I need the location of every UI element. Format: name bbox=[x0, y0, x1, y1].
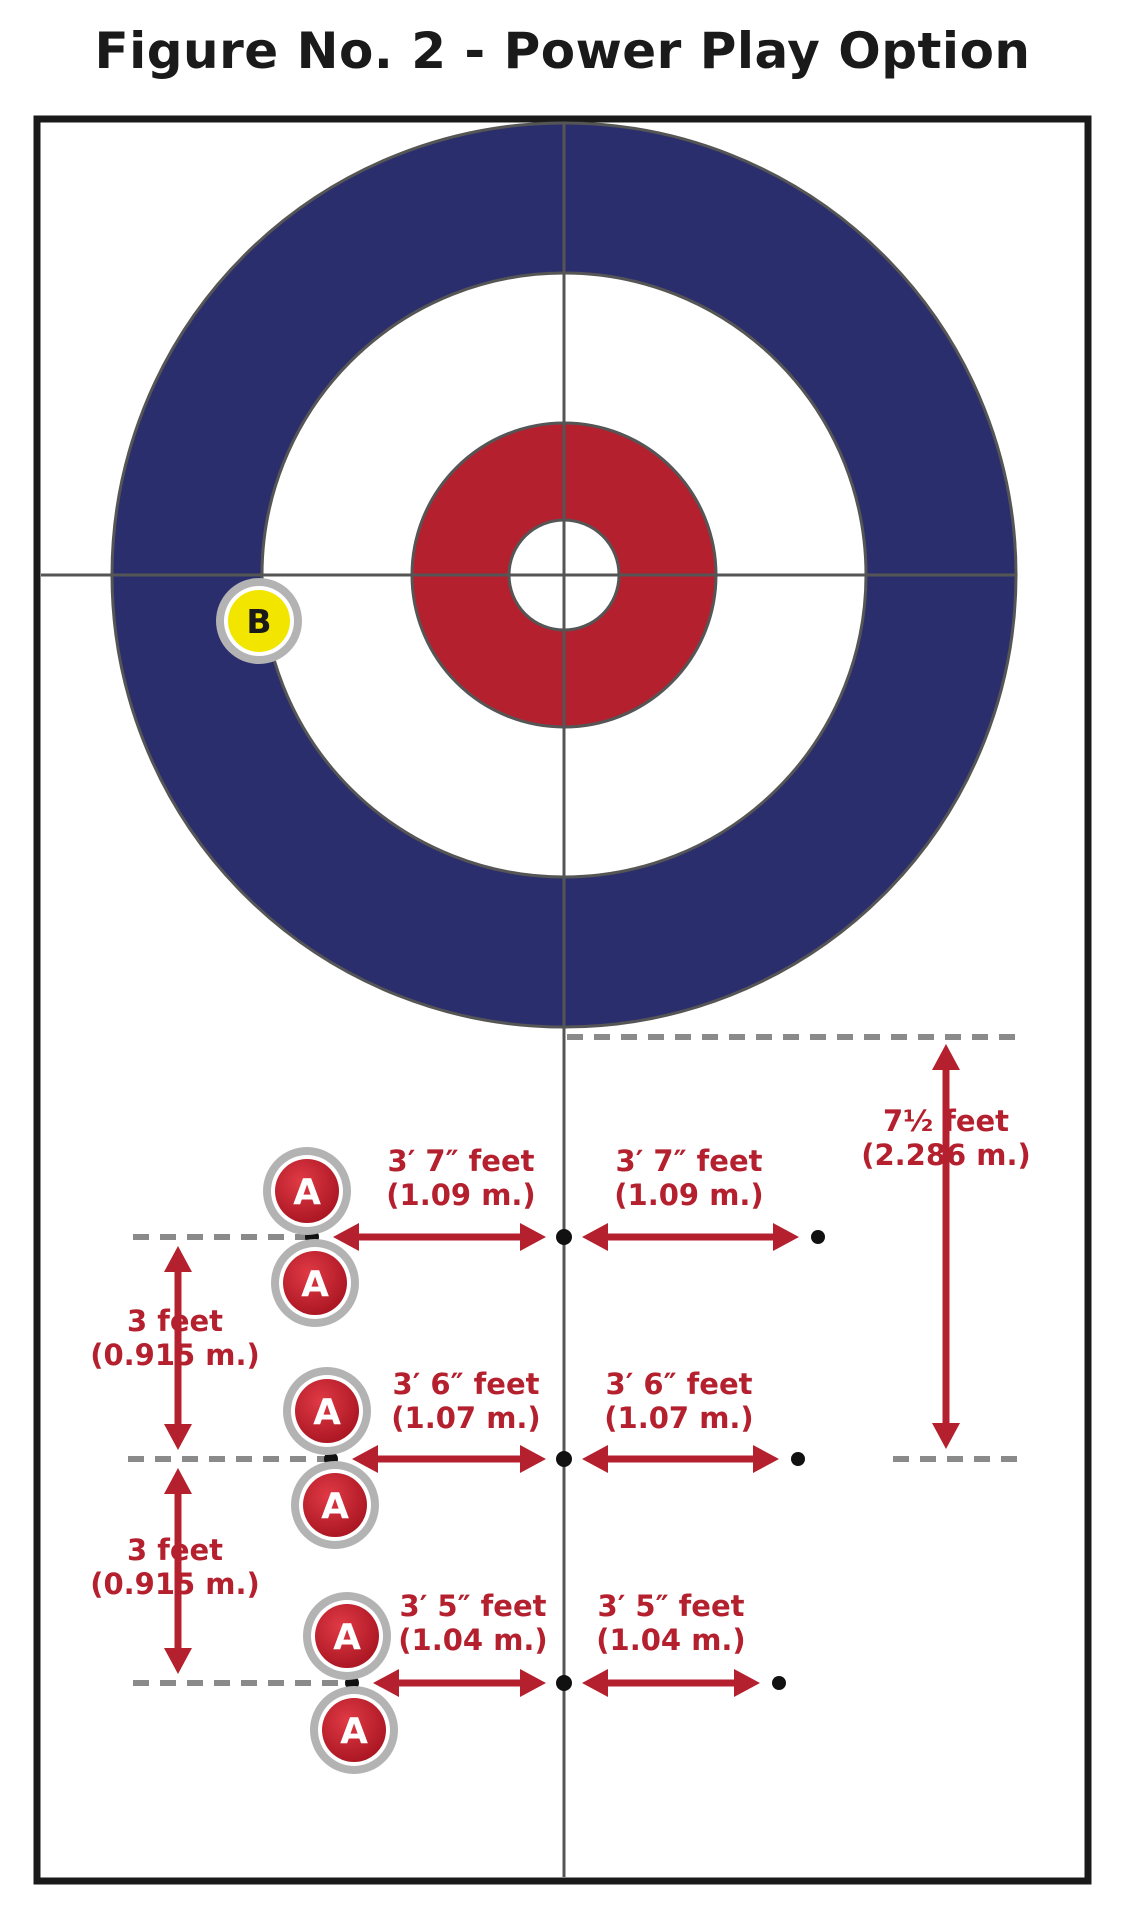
spacing2-label-feet: 3 feet bbox=[127, 1533, 223, 1567]
stone-a-label: A bbox=[321, 1486, 349, 1527]
row3-right-label-feet: 3′ 5″ feet bbox=[598, 1589, 745, 1623]
spacing1-arrow bbox=[164, 1246, 192, 1450]
stone-a-label: A bbox=[293, 1172, 321, 1213]
total-label-meters: (2.286 m.) bbox=[861, 1138, 1031, 1172]
measurement-arrows bbox=[164, 1044, 960, 1697]
row1-right-dot bbox=[811, 1230, 825, 1244]
stone-b-label: B bbox=[246, 602, 271, 641]
row2-upper-stone-a: A bbox=[283, 1367, 371, 1455]
row3-lower-stone-a: A bbox=[310, 1686, 398, 1774]
row3-labels: 3′ 5″ feet (1.04 m.) 3′ 5″ feet (1.04 m.… bbox=[398, 1589, 745, 1657]
row1-left-label-meters: (1.09 m.) bbox=[386, 1178, 535, 1212]
reference-lines bbox=[128, 1034, 1020, 1686]
stone-a-label: A bbox=[301, 1264, 329, 1305]
total-label-feet: 7½ feet bbox=[883, 1104, 1009, 1138]
row1-right-label-meters: (1.09 m.) bbox=[614, 1178, 763, 1212]
spacing2-label-meters: (0.915 m.) bbox=[90, 1567, 260, 1601]
row2-left-label-meters: (1.07 m.) bbox=[391, 1401, 540, 1435]
stone-a-label: A bbox=[333, 1617, 361, 1658]
spacing1-label-meters: (0.915 m.) bbox=[90, 1338, 260, 1372]
total-distance-arrow bbox=[932, 1044, 960, 1449]
row1-left-label-feet: 3′ 7″ feet bbox=[388, 1144, 535, 1178]
row2-lower-stone-a: A bbox=[291, 1461, 379, 1549]
stone-a-label: A bbox=[313, 1392, 341, 1433]
spacing2-arrow bbox=[164, 1468, 192, 1674]
guard-stones: A A A A A A bbox=[263, 1147, 398, 1774]
row1-left-arrow bbox=[333, 1223, 546, 1251]
row3-right-dot bbox=[772, 1676, 786, 1690]
row3-right-arrow bbox=[582, 1669, 760, 1697]
row3-upper-stone-a: A bbox=[303, 1592, 391, 1680]
row1-upper-stone-a: A bbox=[263, 1147, 351, 1235]
row3-left-arrow bbox=[373, 1669, 546, 1697]
row3-right-label-meters: (1.04 m.) bbox=[596, 1623, 745, 1657]
row2-left-arrow bbox=[352, 1445, 546, 1473]
row1-lower-stone-a: A bbox=[271, 1239, 359, 1327]
row2-right-label-meters: (1.07 m.) bbox=[604, 1401, 753, 1435]
row1-right-arrow bbox=[582, 1223, 799, 1251]
row3-left-label-feet: 3′ 5″ feet bbox=[400, 1589, 547, 1623]
row2-center-dot bbox=[556, 1451, 572, 1467]
row2-labels: 3′ 6″ feet (1.07 m.) 3′ 6″ feet (1.07 m.… bbox=[391, 1367, 753, 1435]
figure-title: Figure No. 2 - Power Play Option bbox=[94, 22, 1031, 80]
row3-left-label-meters: (1.04 m.) bbox=[398, 1623, 547, 1657]
row2-right-dot bbox=[791, 1452, 805, 1466]
total-distance-label: 7½ feet (2.286 m.) bbox=[861, 1104, 1031, 1172]
stone-b: B bbox=[216, 578, 302, 664]
spacing1-label-feet: 3 feet bbox=[127, 1304, 223, 1338]
row1-center-dot bbox=[556, 1229, 572, 1245]
row2-left-label-feet: 3′ 6″ feet bbox=[393, 1367, 540, 1401]
spacing-labels: 3 feet (0.915 m.) 3 feet (0.915 m.) bbox=[90, 1304, 260, 1601]
row2-right-arrow bbox=[582, 1445, 779, 1473]
reference-dots bbox=[305, 1229, 825, 1691]
stone-a-label: A bbox=[340, 1711, 368, 1752]
row2-right-label-feet: 3′ 6″ feet bbox=[606, 1367, 753, 1401]
row1-labels: 3′ 7″ feet (1.09 m.) 3′ 7″ feet (1.09 m.… bbox=[386, 1144, 763, 1212]
row1-right-label-feet: 3′ 7″ feet bbox=[616, 1144, 763, 1178]
row3-center-dot bbox=[556, 1675, 572, 1691]
